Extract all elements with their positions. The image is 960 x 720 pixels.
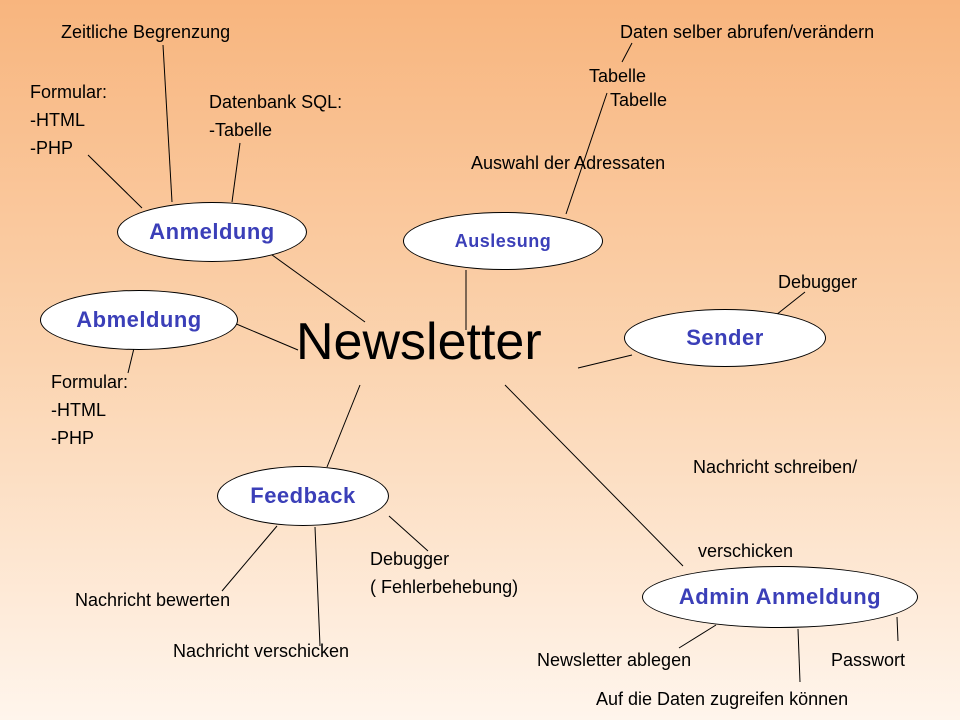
line-center-admin bbox=[504, 384, 684, 567]
line-admin-passwort bbox=[896, 616, 899, 642]
note-formular-top-line: Formular: bbox=[30, 82, 108, 102]
note-formular-top-line: -PHP bbox=[30, 138, 74, 158]
line-center-abmeldung bbox=[233, 322, 299, 351]
node-admin-anmeldung: Admin Anmeldung bbox=[642, 566, 918, 628]
node-abmeldung-label: Abmeldung bbox=[76, 307, 202, 332]
note-debugger-sender: Debugger bbox=[778, 272, 858, 292]
line-center-sender bbox=[577, 354, 633, 369]
note-daten-selber: Daten selber abrufen/verändern bbox=[620, 22, 875, 42]
line-admin-ablegen bbox=[678, 624, 717, 649]
node-feedback: Feedback bbox=[217, 466, 389, 526]
node-anmeldung: Anmeldung bbox=[117, 202, 307, 262]
node-admin-anmeldung-label: Admin Anmeldung bbox=[678, 584, 882, 609]
note-newsletter-ablegen: Newsletter ablegen bbox=[537, 650, 692, 670]
node-abmeldung: Abmeldung bbox=[40, 290, 238, 350]
note-formular-bottom-line: -HTML bbox=[51, 400, 106, 420]
line-feedback-bewerten bbox=[221, 525, 278, 592]
node-sender-label: Sender bbox=[686, 325, 764, 350]
note-tabelle-2: Tabelle bbox=[610, 90, 668, 110]
note-datenbank-line: -Tabelle bbox=[209, 120, 273, 140]
note-zeitliche-begrenzung: Zeitliche Begrenzung bbox=[61, 22, 231, 42]
node-sender: Sender bbox=[624, 309, 826, 367]
note-datenbank-line: Datenbank SQL: bbox=[209, 92, 343, 112]
line-feedback-debugger bbox=[388, 515, 429, 552]
line-anmeldung-datenbank bbox=[231, 142, 241, 203]
note-formular-top: Formular: -HTML -PHP bbox=[30, 78, 107, 162]
line-center-anmeldung bbox=[267, 251, 366, 323]
note-passwort: Passwort bbox=[831, 650, 906, 670]
center-title: Newsletter bbox=[296, 313, 542, 371]
note-nachricht-verschicken: Nachricht verschicken bbox=[173, 641, 350, 661]
line-sender-debugger bbox=[775, 291, 806, 316]
line-auslesung-auswahl bbox=[565, 92, 608, 215]
note-debugger-feedback-line: Debugger bbox=[370, 549, 450, 569]
note-debugger-feedback: Debugger ( Fehlerbehebung) bbox=[370, 545, 518, 601]
note-tabelle-1: Tabelle bbox=[589, 66, 647, 86]
line-anmeldung-formular bbox=[87, 154, 143, 209]
note-auf-die-daten: Auf die Daten zugreifen können bbox=[596, 689, 849, 709]
line-admin-daten bbox=[797, 628, 801, 683]
line-anmeldung-zeitliche bbox=[162, 44, 173, 203]
note-debugger-feedback-line: ( Fehlerbehebung) bbox=[370, 577, 519, 597]
note-nachricht-schreiben: Nachricht schreiben/ verschicken bbox=[693, 397, 857, 593]
node-feedback-label: Feedback bbox=[250, 483, 356, 508]
note-datenbank: Datenbank SQL: -Tabelle bbox=[209, 88, 342, 144]
line-center-feedback bbox=[326, 384, 361, 468]
node-auslesung-label: Auslesung bbox=[454, 230, 552, 251]
line-tabelle-daten bbox=[621, 42, 633, 63]
note-nachricht-bewerten: Nachricht bewerten bbox=[75, 590, 231, 610]
note-nachricht-schreiben-line: verschicken bbox=[693, 541, 794, 561]
node-auslesung: Auslesung bbox=[403, 212, 603, 270]
note-formular-top-line: -HTML bbox=[30, 110, 85, 130]
node-anmeldung-label: Anmeldung bbox=[149, 219, 275, 244]
note-nachricht-schreiben-line: Nachricht schreiben/ bbox=[693, 457, 858, 477]
note-auswahl-adressaten: Auswahl der Adressaten bbox=[471, 153, 666, 173]
note-formular-bottom: Formular: -HTML -PHP bbox=[51, 368, 128, 452]
note-formular-bottom-line: Formular: bbox=[51, 372, 129, 392]
line-feedback-verschicken bbox=[314, 526, 321, 647]
note-formular-bottom-line: -PHP bbox=[51, 428, 95, 448]
